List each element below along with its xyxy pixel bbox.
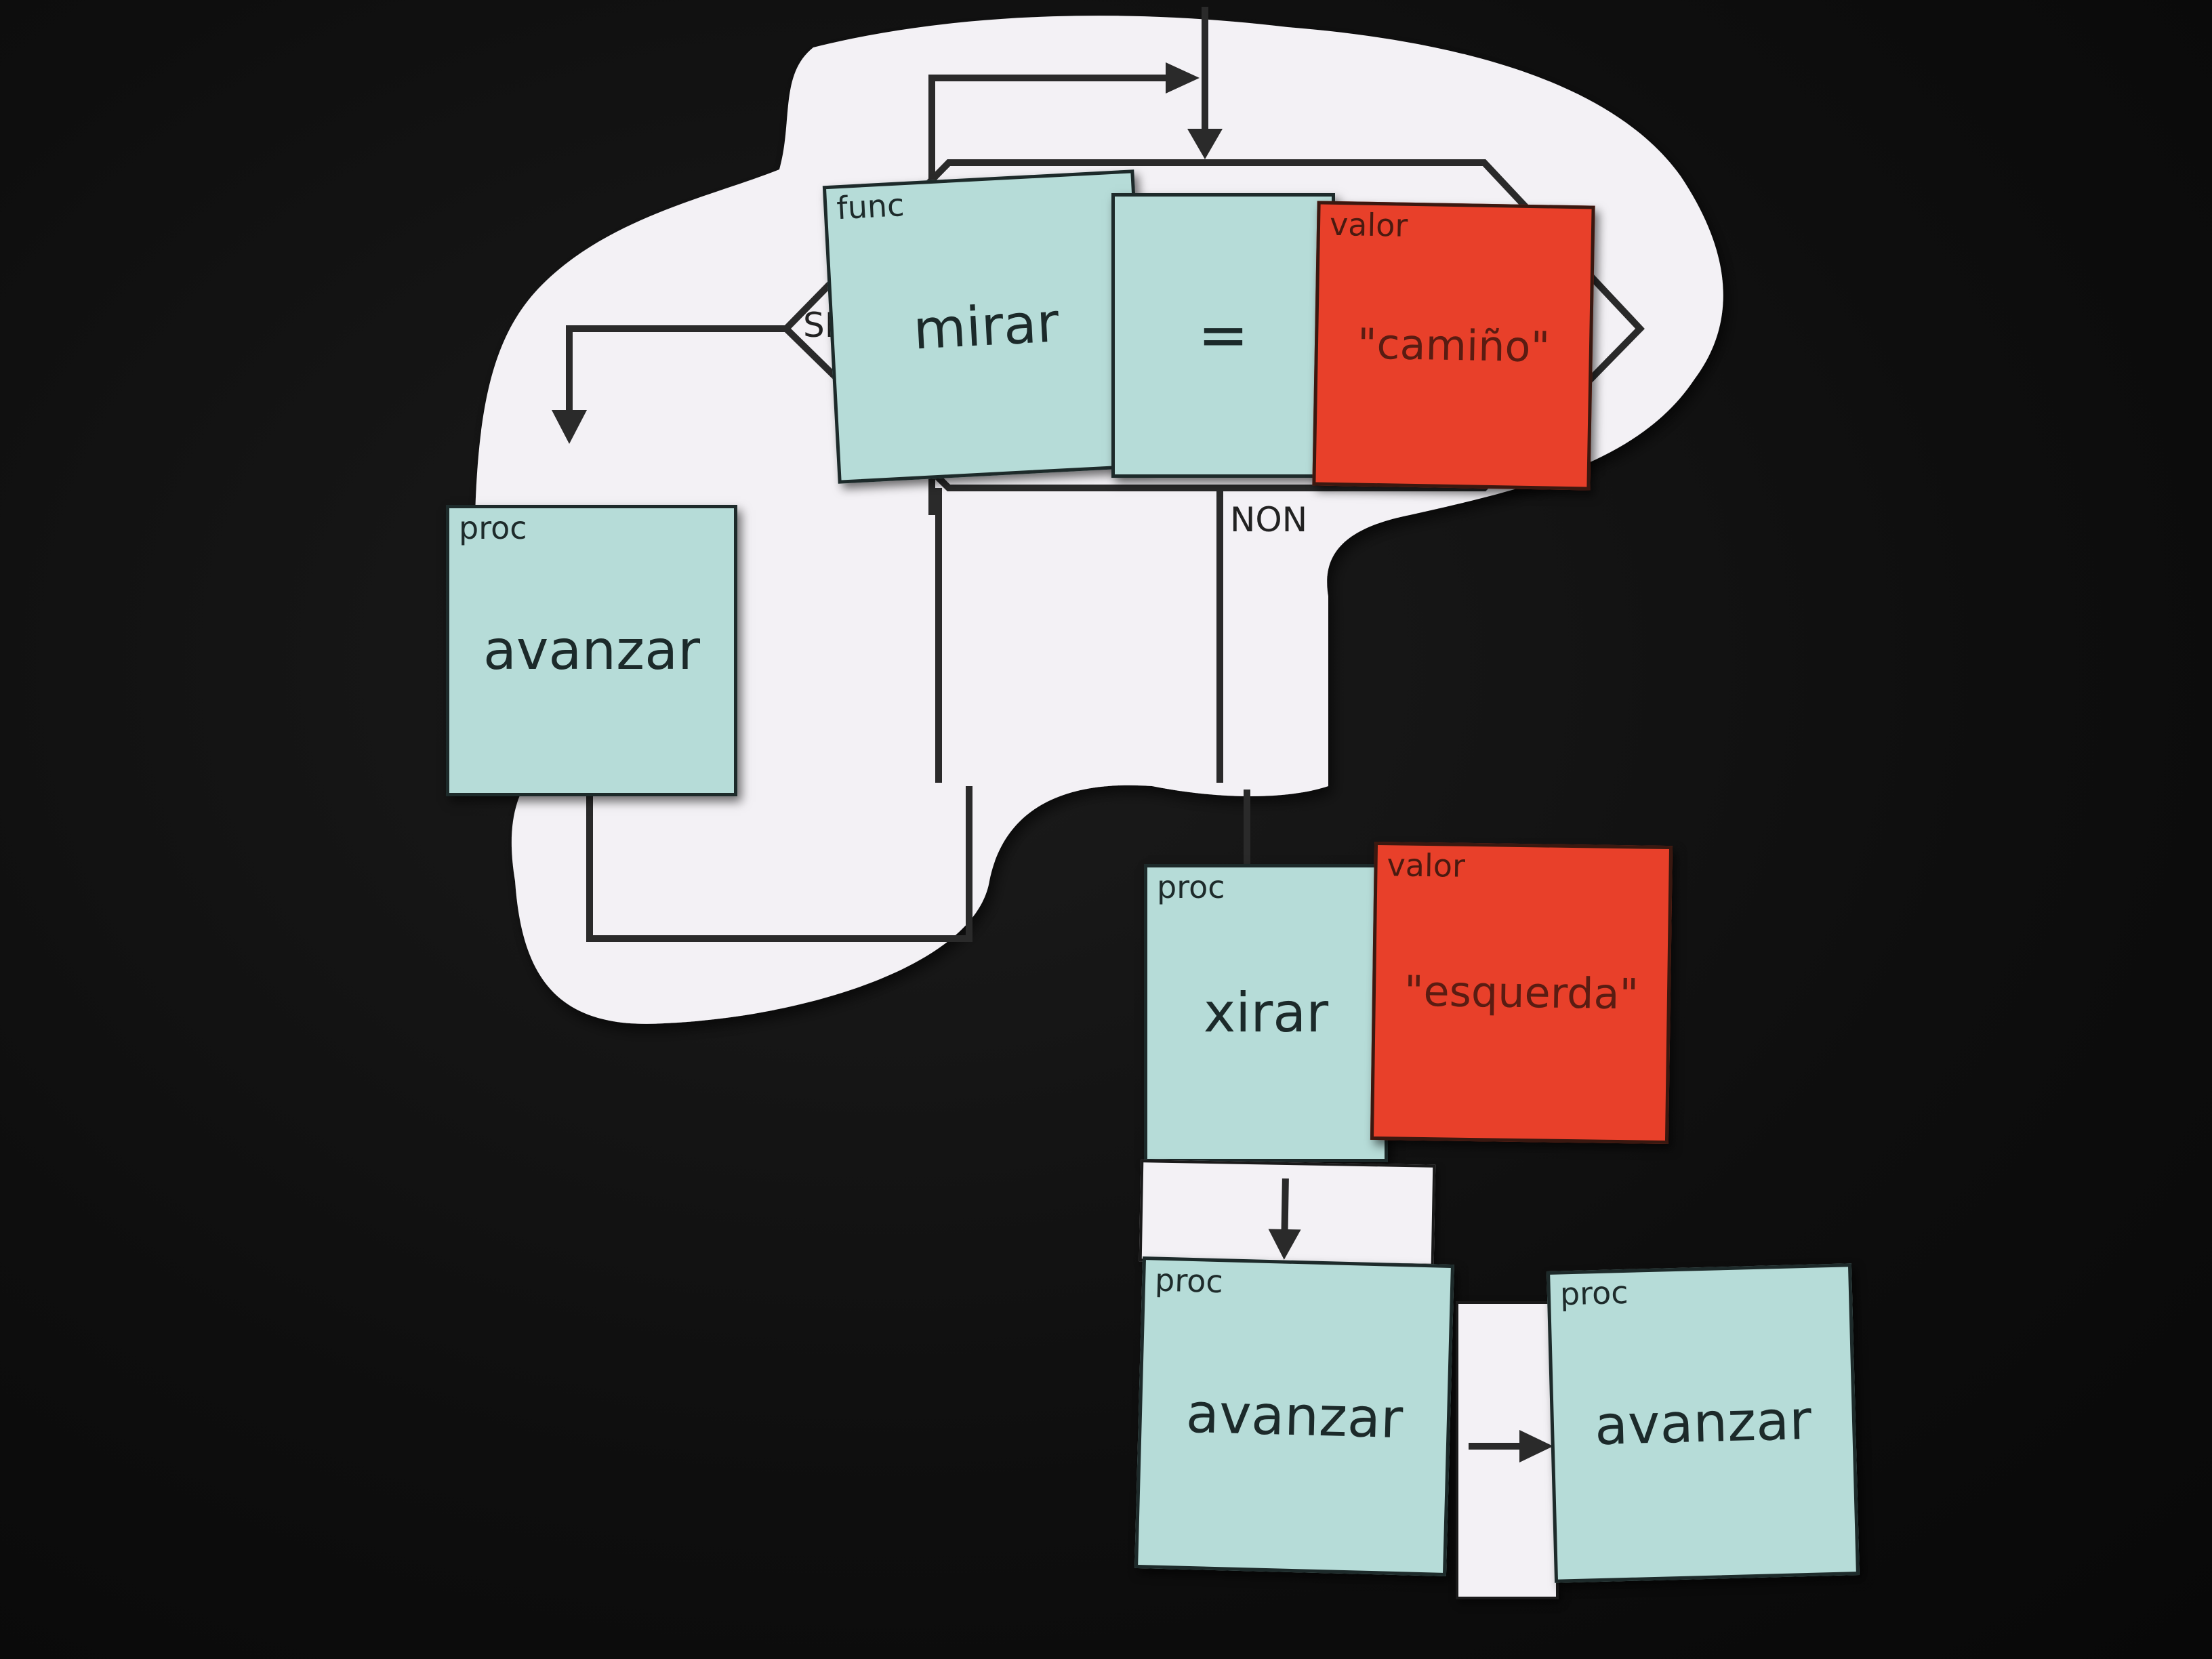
card-name-label: mirar: [912, 291, 1061, 362]
func-card-mirar[interactable]: func mirar: [822, 169, 1150, 484]
connector-strip-right: [1456, 1301, 1559, 1599]
value-card-esquerda[interactable]: valor "esquerda": [1370, 841, 1673, 1145]
card-type-label: valor: [1329, 205, 1408, 244]
down-arrow-icon: [1187, 129, 1223, 159]
card-name-label: avanzar: [483, 619, 700, 682]
card-name-label: "esquerda": [1404, 966, 1639, 1019]
connector-strip-down: [1139, 1160, 1436, 1267]
card-type-label: proc: [1559, 1273, 1629, 1313]
card-type-label: valor: [1387, 846, 1466, 884]
card-type-label: proc: [459, 510, 527, 546]
card-name-label: xirar: [1203, 981, 1329, 1044]
down-arrow-icon: [1268, 1229, 1301, 1260]
proc-card-avanzar-loop[interactable]: proc avanzar: [446, 505, 737, 796]
card-type-label: func: [836, 186, 905, 227]
operator-card-equals[interactable]: =: [1111, 193, 1335, 478]
down-arrow-icon: [552, 410, 587, 444]
branch-no-label: NON: [1230, 500, 1308, 539]
value-card-camino[interactable]: valor "camiño": [1312, 201, 1595, 491]
card-type-label: proc: [1154, 1261, 1224, 1300]
card-name-label: "camiño": [1357, 319, 1551, 372]
operator-label: =: [1197, 300, 1249, 371]
proc-card-avanzar-1[interactable]: proc avanzar: [1134, 1256, 1454, 1576]
card-type-label: proc: [1157, 869, 1225, 905]
right-arrow-icon: [1166, 62, 1200, 94]
proc-card-avanzar-2[interactable]: proc avanzar: [1547, 1263, 1860, 1583]
proc-card-xirar[interactable]: proc xirar: [1144, 864, 1388, 1162]
right-arrow-icon: [1519, 1430, 1553, 1462]
card-name-label: avanzar: [1593, 1388, 1813, 1458]
card-name-label: avanzar: [1185, 1381, 1404, 1451]
